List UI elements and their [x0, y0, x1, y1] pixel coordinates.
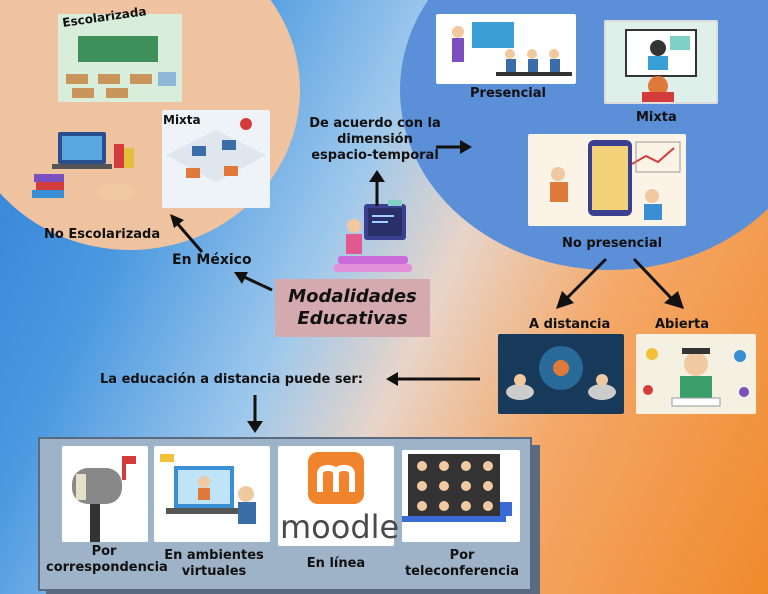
dimension-label-line-1: De acuerdo con la	[309, 116, 441, 131]
arrow-up-to-dimension	[369, 170, 385, 206]
moodle-logo	[278, 446, 394, 546]
arrow-to-a-distancia	[556, 257, 608, 309]
teleconferencia-line-1: Por	[449, 548, 475, 563]
dimension-label-line-3: espacio-temporal	[311, 148, 439, 163]
correspondencia-line-1: Por	[91, 544, 117, 559]
no-escolarizada-label: No Escolarizada	[44, 227, 161, 242]
arrow-down-to-panel	[247, 395, 263, 433]
virtuales-line-2: virtuales	[181, 564, 247, 579]
en-linea-label: En línea	[306, 556, 366, 571]
arrow-to-abierta	[632, 257, 684, 309]
home-study-illustration	[28, 120, 152, 220]
virtual-environment-illustration	[154, 446, 270, 542]
no-presencial-label: No presencial	[562, 236, 663, 251]
distance-learning-illustration	[498, 334, 624, 414]
mixta-right-label: Mixta	[636, 110, 677, 125]
moodle-wordmark: moodle	[280, 508, 400, 546]
arrow-right-to-circle	[436, 140, 472, 154]
virtuales-label: En ambientes virtuales	[158, 548, 270, 580]
arrow-to-distancia-label	[386, 372, 480, 386]
abierta-label: Abierta	[655, 317, 710, 332]
no-presencial-illustration	[528, 134, 686, 226]
arrow-to-mexico-circle	[170, 214, 204, 253]
mixta-video-illustration	[604, 20, 718, 104]
presencial-label: Presencial	[470, 86, 546, 101]
virtuales-line-1: En ambientes	[164, 548, 264, 563]
correspondencia-label: Por correspondencia	[46, 544, 168, 576]
dimension-label-line-2: dimensión	[337, 132, 413, 147]
en-mexico-label: En México	[172, 252, 252, 268]
online-student-illustration	[330, 200, 416, 280]
mixta-left-label: Mixta	[163, 113, 201, 127]
title-line-2: Educativas	[297, 308, 408, 329]
distancia-types-label: La educación a distancia puede ser:	[100, 372, 364, 387]
teleconferencia-line-2: teleconferencia	[404, 564, 520, 579]
a-distancia-label: A distancia	[529, 317, 611, 332]
classroom-illustration	[58, 14, 182, 102]
arrow-to-en-mexico	[234, 272, 273, 292]
mailbox-illustration	[62, 446, 148, 542]
correspondencia-line-2: correspondencia	[46, 560, 168, 575]
presencial-illustration	[436, 14, 576, 84]
title-line-1: Modalidades	[288, 286, 417, 307]
teleconferencia-label: Por teleconferencia	[404, 548, 520, 580]
open-learning-illustration	[636, 334, 756, 414]
dimension-label: De acuerdo con la dimensión espacio-temp…	[300, 116, 450, 164]
teleconference-illustration	[402, 450, 520, 542]
blended-learning-illustration	[162, 110, 270, 208]
